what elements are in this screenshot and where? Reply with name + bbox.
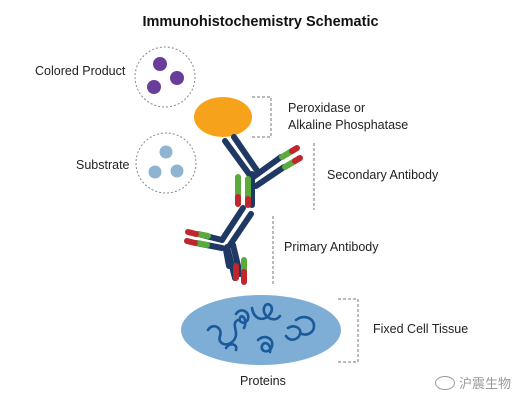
- enzyme-label-line2: Alkaline Phosphatase: [288, 118, 409, 132]
- secondary-antibody-label: Secondary Antibody: [327, 168, 439, 182]
- primary-antibody-label: Primary Antibody: [284, 240, 379, 254]
- substrate-label: Substrate: [76, 158, 130, 172]
- colored-product-dot: [153, 57, 167, 71]
- fixed-cell-tissue-label: Fixed Cell Tissue: [373, 322, 469, 336]
- substrate-dot: [148, 165, 162, 179]
- enzyme-bracket: [252, 96, 272, 138]
- protein-strands: [206, 302, 316, 354]
- colored-product-dot: [170, 71, 184, 85]
- fixed-cell-tissue-ellipse: [181, 295, 341, 365]
- diagram-title: Immunohistochemistry Schematic: [142, 14, 379, 30]
- secondary-antibody: [222, 134, 303, 208]
- wechat-logo-icon: [434, 376, 455, 390]
- watermark-text: 沪震生物: [458, 377, 511, 392]
- enzyme-label-line1: Peroxidase or: [288, 101, 366, 115]
- colored-product-dot: [147, 80, 161, 94]
- proteins-label: Proteins: [240, 374, 286, 388]
- enzyme-ellipse: [194, 97, 252, 137]
- substrate-dot: [170, 164, 184, 178]
- primary-antibody: [184, 205, 254, 285]
- substrate-dot: [159, 145, 173, 159]
- colored-product-label: Colored Product: [35, 64, 126, 78]
- watermark: 沪震生物: [434, 373, 511, 392]
- colored-product-circle: [134, 46, 196, 108]
- tissue-bracket: [338, 298, 359, 363]
- substrate-circle: [135, 132, 197, 194]
